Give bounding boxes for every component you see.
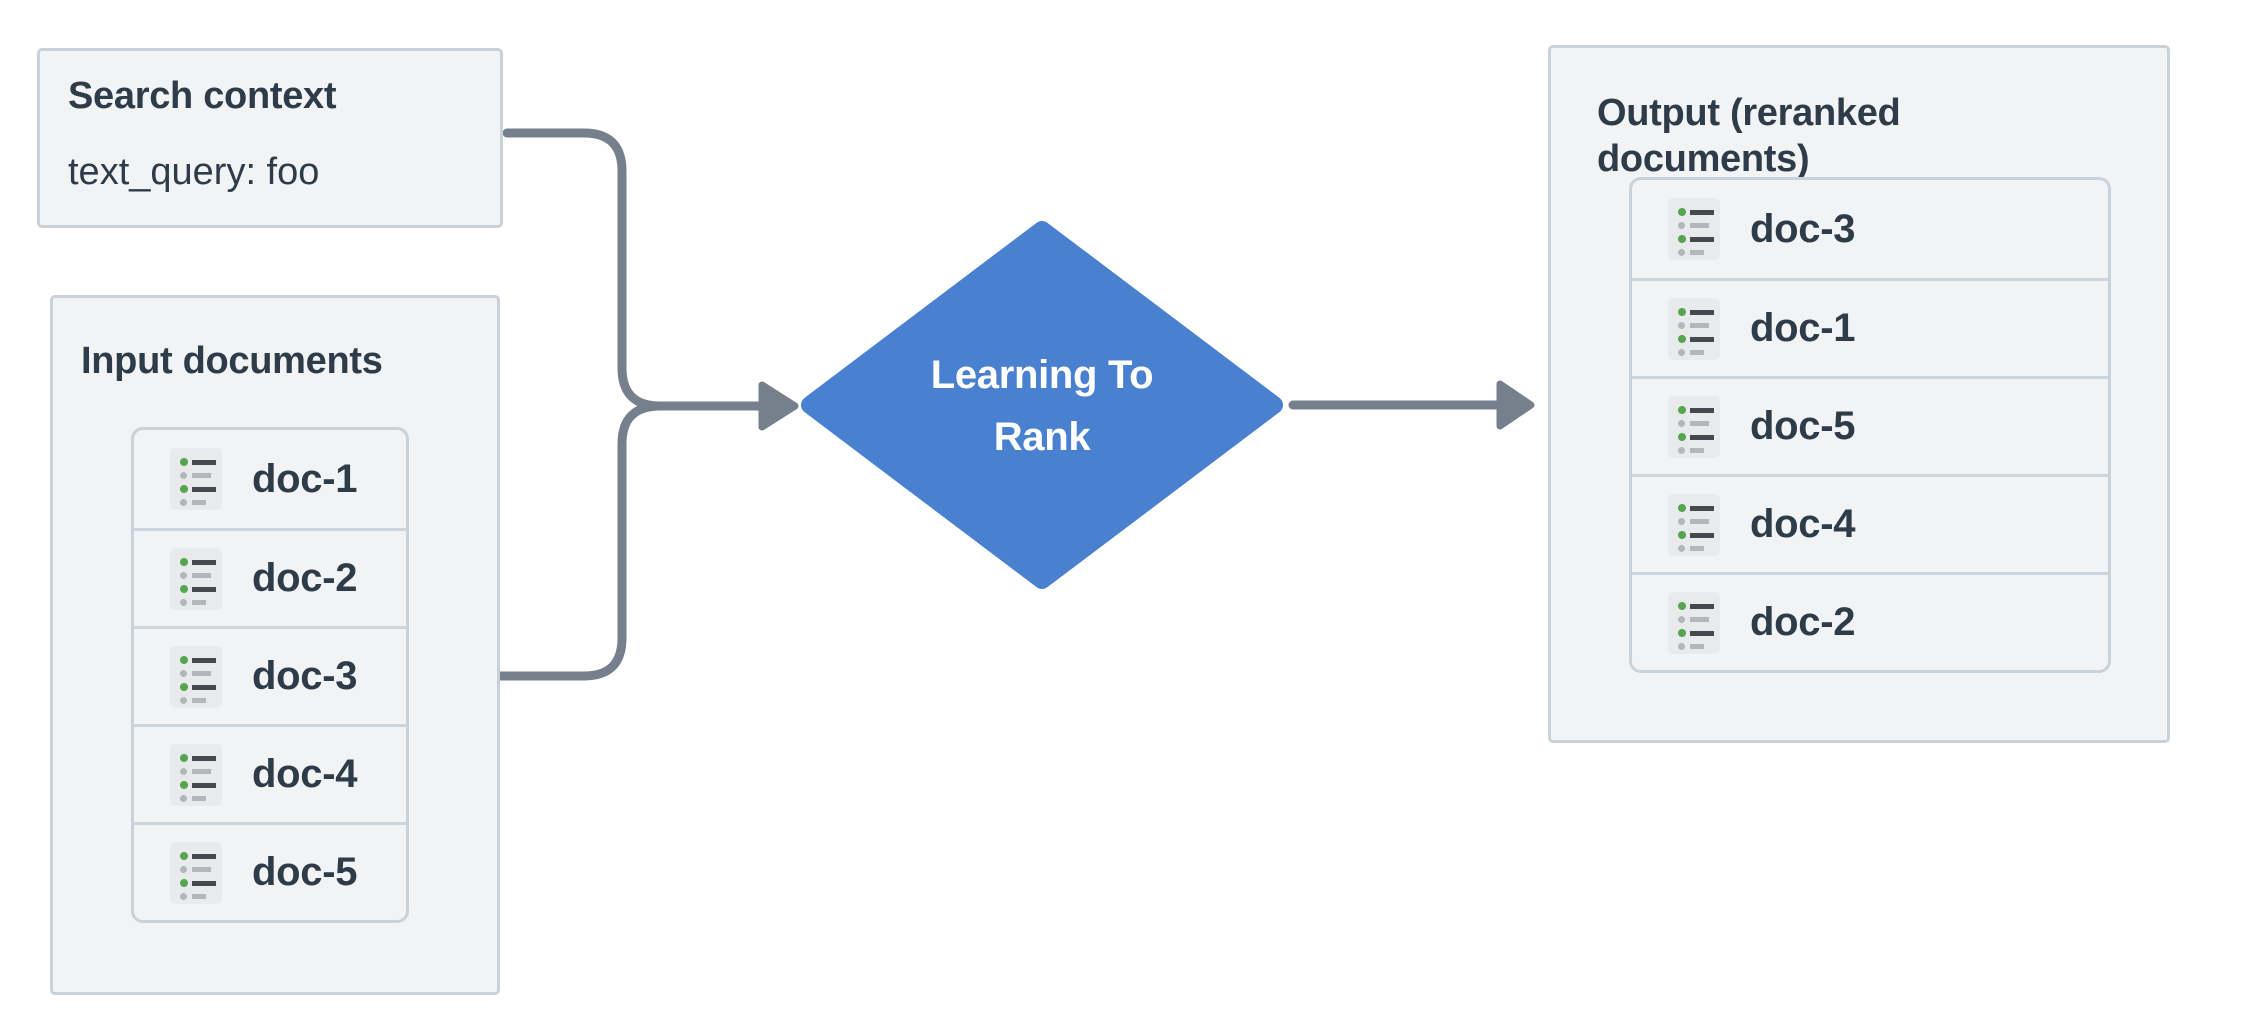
process-node-label: Learning To Rank [930,353,1154,459]
document-list-icon [170,841,222,904]
input-document-list: doc-1 doc-2 doc-3 doc-4 doc-5 [131,427,409,923]
output-document-item: doc-3 [1632,180,2108,278]
document-list-icon [170,743,222,806]
search-context-panel: Search context text_query: foo [37,48,503,228]
output-documents-title: Output (reranked documents) [1597,92,1901,180]
document-label: doc-1 [1750,306,1856,350]
connector-inputs-to-node [495,401,665,681]
document-label: doc-2 [252,556,358,600]
document-label: doc-5 [1750,404,1856,448]
document-list-icon [1668,297,1720,360]
document-label: doc-3 [1750,206,1856,251]
document-list-icon [1668,198,1720,260]
output-document-list: doc-3 doc-1 doc-5 doc-4 doc-2 [1629,177,2111,673]
output-document-item: doc-1 [1632,278,2108,376]
input-documents-title: Input documents [81,340,383,382]
document-label: doc-4 [1750,502,1856,546]
input-documents-panel: Input documents doc-1 doc-2 doc-3 doc-4 … [50,295,500,995]
arrowhead-into-output-icon [1496,380,1535,430]
document-list-icon [1668,395,1720,458]
document-label: doc-5 [252,850,358,894]
input-document-item: doc-4 [134,724,406,822]
document-label: doc-2 [1750,600,1856,644]
document-list-icon [1668,493,1720,556]
document-label: doc-1 [252,456,358,501]
input-document-item: doc-2 [134,528,406,626]
input-document-item: doc-5 [134,822,406,920]
output-documents-panel: Output (reranked documents) doc-3 doc-1 … [1548,45,2170,743]
document-list-icon [170,448,222,510]
arrowhead-into-node-icon [758,381,799,431]
input-document-item: doc-3 [134,626,406,724]
output-document-item: doc-4 [1632,474,2108,572]
document-list-icon [1668,591,1720,654]
search-query-text: text_query: foo [68,151,320,193]
connector-search-to-node [502,128,765,411]
document-list-icon [170,645,222,708]
output-document-item: doc-2 [1632,572,2108,670]
search-context-title: Search context [68,75,337,117]
document-label: doc-4 [252,752,358,796]
output-document-item: doc-5 [1632,376,2108,474]
input-document-item: doc-1 [134,430,406,528]
document-label: doc-3 [252,654,358,698]
document-list-icon [170,547,222,610]
